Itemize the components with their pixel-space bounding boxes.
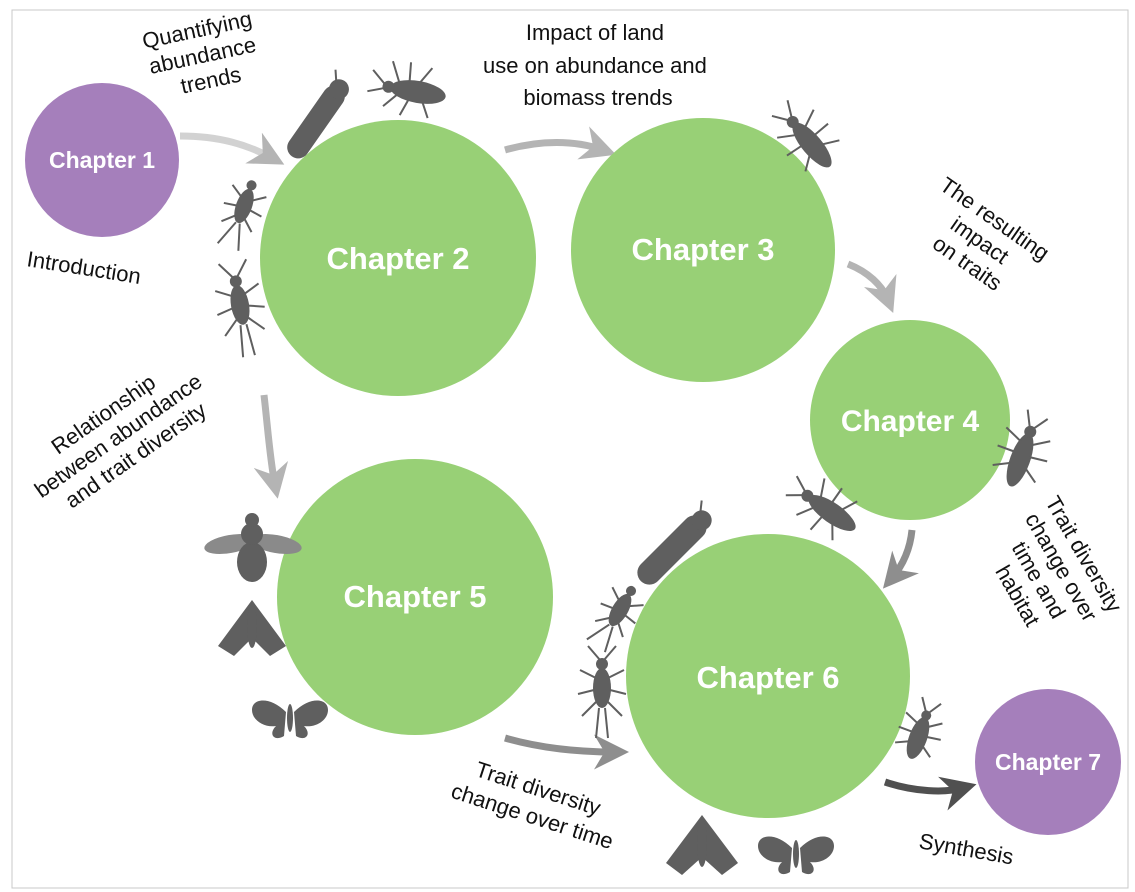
chapter-4-label: Chapter 4: [841, 405, 980, 438]
caterpillar-icon: [637, 500, 712, 585]
nymph-icon: [216, 180, 267, 251]
butterfly-icon: [758, 836, 834, 875]
chapter-4-node: Chapter 4: [810, 320, 1010, 520]
bee-icon: [204, 513, 302, 582]
chapter-3-label: Chapter 3: [632, 232, 775, 267]
beetle-icon: [895, 696, 943, 759]
moth-icon: [218, 600, 286, 656]
beetle-icon: [992, 409, 1051, 487]
chapter-5-label: Chapter 5: [344, 579, 487, 614]
chapter-3-node: Chapter 3: [571, 118, 835, 382]
relationship-label: Relationship between abundance and trait…: [15, 344, 227, 524]
synthesis-label: Synthesis: [917, 828, 1015, 869]
beetle-icon: [785, 475, 858, 541]
chapter-3-circle: [571, 118, 835, 382]
land-use-line-2: use on abundance and: [483, 53, 707, 78]
arrow-ch2-to-ch3: [504, 126, 617, 160]
arrow-ch5-to-ch6: [504, 734, 629, 770]
arrow-ch1-to-ch2: [179, 132, 285, 165]
arrow-ch6-to-ch7: [883, 776, 977, 811]
nymph-icon: [586, 585, 644, 653]
diagram-frame: [11, 9, 1129, 889]
trait-time-label: Trait diversity change over time: [448, 751, 625, 854]
cricket-icon: [214, 258, 266, 358]
cricket-icon: [577, 645, 627, 739]
chapter-1-node: Chapter 1: [25, 83, 179, 237]
chapter-2-label: Chapter 2: [327, 241, 470, 276]
land-use-line-3: biomass trends: [523, 85, 672, 110]
chapter-2-circle: [260, 120, 536, 396]
moth-icon: [666, 815, 738, 875]
arrow-ch4-to-ch6: [882, 529, 919, 589]
beetle-icon: [367, 60, 446, 119]
chapter-5-circle: [277, 459, 553, 735]
chapter-6-circle: [626, 534, 910, 818]
chapter-7-circle: [975, 689, 1121, 835]
chapter-5-node: Chapter 5: [277, 459, 553, 735]
chapter-1-circle: [25, 83, 179, 237]
chapter-1-label: Chapter 1: [49, 147, 155, 173]
land-use-line-1: Impact of land: [526, 20, 664, 45]
quantifying-abundance-label: Quantifying abundance trends: [140, 5, 271, 105]
caterpillar-icon: [287, 69, 349, 159]
chapter-2-node: Chapter 2: [260, 120, 536, 396]
introduction-label: Introduction: [25, 246, 142, 289]
trait-time-habitat-label: Trait diversity change over time and hab…: [973, 492, 1130, 661]
chapter-6-node: Chapter 6: [626, 534, 910, 818]
chapter-4-circle: [810, 320, 1010, 520]
beetle-icon: [771, 100, 840, 172]
land-use-label: Impact of land use on abundance and biom…: [483, 20, 713, 110]
chapter-7-label: Chapter 7: [995, 749, 1101, 775]
chapter-6-label: Chapter 6: [697, 660, 840, 695]
arrow-ch2-to-ch5: [253, 394, 289, 499]
butterfly-icon: [252, 700, 328, 739]
chapter-7-node: Chapter 7: [975, 689, 1121, 835]
resulting-impact-label: The resulting impact on traits: [906, 172, 1059, 312]
arrow-ch3-to-ch4: [846, 260, 897, 313]
